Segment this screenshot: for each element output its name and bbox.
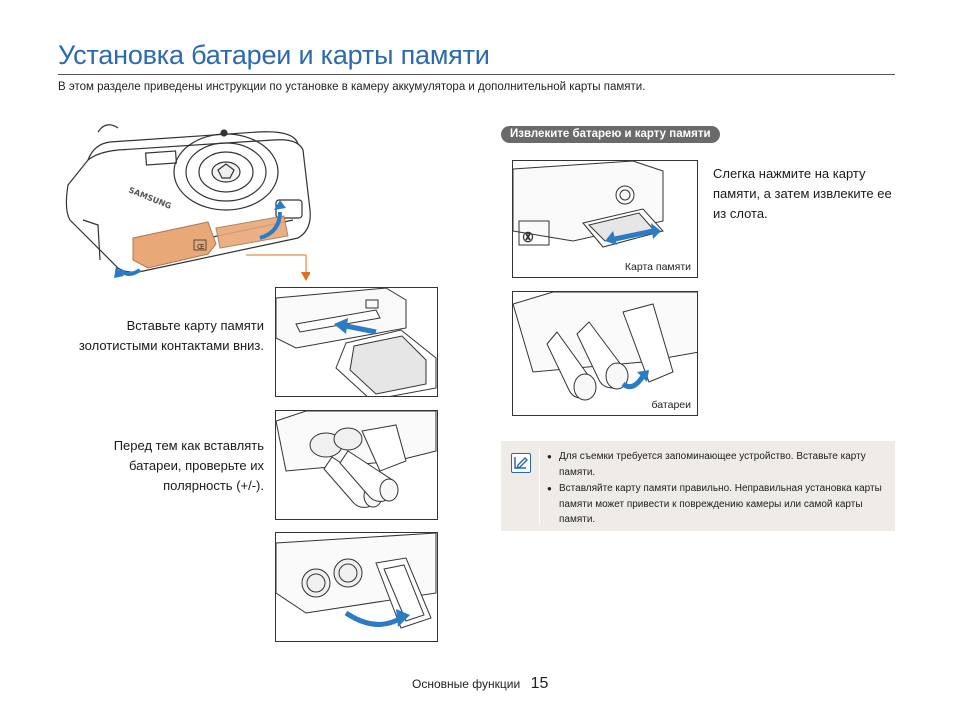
removal-instruction-text: Слегка нажмите на карту памяти, а затем …	[713, 166, 892, 221]
svg-text:Ⓧ: Ⓧ	[523, 232, 533, 244]
note-item: Вставляйте карту памяти правильно. Непра…	[547, 481, 887, 528]
page-title: Установка батареи и карты памяти	[58, 40, 490, 70]
page-number: 15	[530, 675, 549, 692]
figure-insert-batteries	[275, 410, 438, 520]
footer-section-label: Основные функции	[412, 677, 521, 691]
note-pencil-icon	[511, 453, 531, 473]
page-footer: Основные функции 15	[412, 675, 548, 693]
figure-remove-batteries: батареи	[512, 291, 698, 416]
note-list: Для съемки требуется запоминающее устрой…	[547, 449, 887, 529]
note-box: Для съемки требуется запоминающее устрой…	[501, 441, 895, 531]
svg-text:Œ: Œ	[197, 243, 205, 251]
step-insert-card-text: Вставьте карту памяти золотистыми контак…	[78, 318, 264, 353]
removal-heading-pill: Извлеките батарею и карту памяти	[501, 126, 720, 143]
note-separator	[539, 449, 540, 523]
title-divider	[58, 74, 895, 75]
batteries-label: батареи	[651, 399, 691, 411]
intro-text: В этом разделе приведены инструкции по у…	[58, 81, 646, 93]
camera-illustration: SAMSUNG Œ	[58, 120, 328, 290]
step-insert-batteries-text: Перед тем как вставлять батареи, проверь…	[113, 438, 264, 493]
figure-remove-card: Ⓧ Карта памяти	[512, 160, 698, 278]
figure-close-cover	[275, 532, 438, 642]
memory-card-label: Карта памяти	[624, 261, 691, 273]
connector-arrow-icon	[246, 254, 310, 281]
figure-insert-card	[275, 287, 438, 397]
note-item: Для съемки требуется запоминающее устрой…	[547, 449, 887, 480]
